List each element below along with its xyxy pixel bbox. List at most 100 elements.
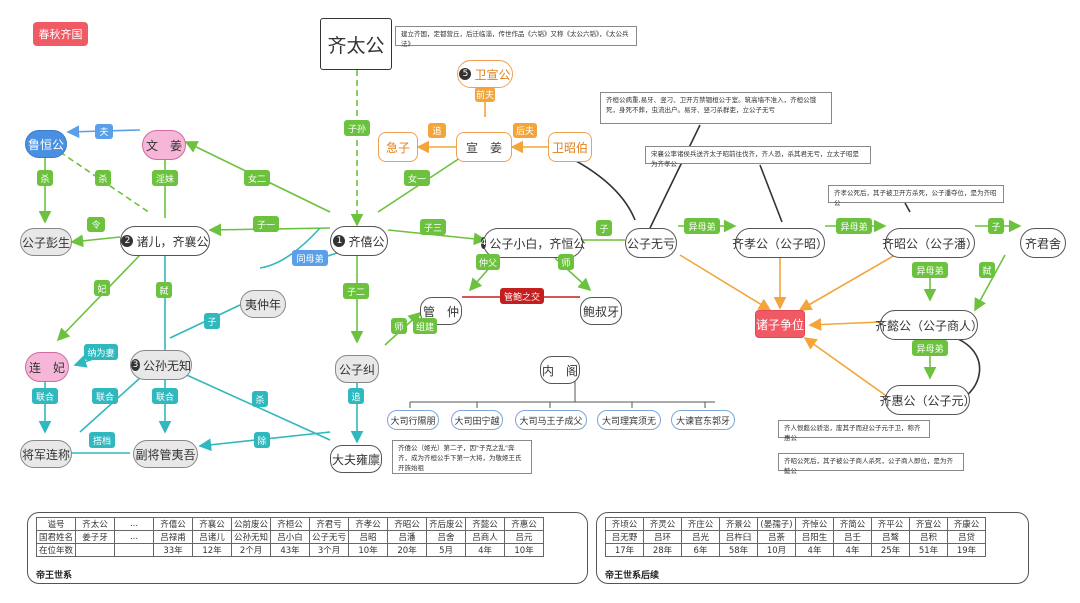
- node-baoshuya[interactable]: 鲍叔牙: [580, 297, 622, 325]
- table-cell: 齐灵公: [643, 517, 682, 531]
- table-cell: 43年: [270, 543, 311, 557]
- table-cell: 齐昭公: [387, 517, 428, 531]
- node-jizi[interactable]: 急子: [378, 132, 418, 162]
- table-cell: 吕无野: [605, 530, 644, 544]
- edge-label-zisun: 子孙: [344, 120, 370, 136]
- table-cell: 吕积: [909, 530, 948, 544]
- table-cell: 吕舍: [426, 530, 467, 544]
- note-huan: 齐桓公病重,易牙、竖刁、卫开方禁锢桓公于室。筑高墙不准入，齐桓公饿死，身死不葬，…: [600, 92, 832, 124]
- node-wenjiang[interactable]: 文 姜: [142, 130, 186, 160]
- node-jiu[interactable]: 公子纠: [335, 355, 379, 383]
- table-cell: 吕阳生: [795, 530, 834, 544]
- table-cell: 6年: [681, 543, 720, 557]
- node-hui[interactable]: 齐惠公（公子元）: [880, 385, 976, 415]
- node-label: 公子小白，齐恒公: [489, 236, 586, 251]
- edge-label-lianhe3: 联合: [152, 388, 178, 404]
- node-yizhongnian[interactable]: 夷仲年: [240, 290, 286, 318]
- note-yi: 齐人恨懿公骄恣，废其子而迎公子元于卫，称齐惠公: [778, 420, 930, 442]
- node-xuanjiang[interactable]: 宣 姜: [456, 132, 512, 162]
- node-yongling[interactable]: 大夫雍廪: [330, 445, 382, 473]
- node-taigong[interactable]: 齐太公: [320, 18, 392, 70]
- node-zhao[interactable]: 齐昭公（公子潘）: [882, 228, 978, 258]
- minister-2[interactable]: 大司田宁越: [451, 410, 503, 430]
- node-weizhao[interactable]: 卫昭伯: [548, 132, 592, 162]
- node-neige[interactable]: 内 阁: [540, 356, 580, 384]
- table-cell: 吕昭: [348, 530, 389, 544]
- table-cell: 吕元: [504, 530, 545, 544]
- edge-label-zujian: 组建: [413, 318, 437, 334]
- edge-label-nvyi: 女一: [404, 170, 430, 186]
- minister-3[interactable]: 大司马王子成父: [515, 410, 587, 430]
- table-row: 国君姓名姜子牙...吕禄甫吕诸儿公孙无知吕小白公子无亏吕昭吕潘吕舍吕商人吕元: [35, 530, 545, 544]
- table-cell: 齐悼公: [795, 517, 834, 531]
- table-cell: 4年: [833, 543, 872, 557]
- table-cell: 58年: [719, 543, 758, 557]
- node-yi[interactable]: 齐懿公（公子商人）: [875, 310, 983, 340]
- note-taigong: 建立齐国，定都营丘，后迁临淄，传世作品《六韬》又称《太公六韬》，《太公兵法》: [395, 26, 637, 48]
- table-cell: 国君姓名: [35, 530, 77, 544]
- node-xiao[interactable]: 齐孝公（公子昭）: [732, 228, 828, 258]
- table-cell: 12年: [192, 543, 233, 557]
- edge-label-zizi1: 子一: [253, 216, 279, 232]
- edge-label-chu: 除: [254, 432, 270, 448]
- node-lianchen[interactable]: 将军连称: [20, 440, 72, 468]
- table-cell: 齐景公: [719, 517, 758, 531]
- edge-label-guanbao: 管鲍之交: [500, 288, 544, 304]
- table-cell: 齐后废公: [426, 517, 467, 531]
- edge-label-yimudi4: 异母弟: [912, 340, 948, 356]
- table-cell: 吕荼: [757, 530, 796, 544]
- table-cell: 10年: [348, 543, 389, 557]
- table-cell: 19年: [947, 543, 986, 557]
- dynasty-table-caption: 帝王世系: [36, 571, 73, 581]
- node-wukui[interactable]: 公子无亏: [625, 228, 677, 258]
- dynasty-table: 谥号齐太公...齐僖公齐襄公公前废公齐桓公齐君亏齐孝公齐昭公齐后废公齐懿公齐惠公…: [35, 517, 545, 557]
- table-cell: 齐襄公: [192, 517, 233, 531]
- minister-1[interactable]: 大司行隰朋: [387, 410, 439, 430]
- table-cell: 20年: [387, 543, 428, 557]
- num-badge: 1: [333, 235, 346, 247]
- table-cell: ...: [114, 530, 155, 544]
- table-cell: 2个月: [231, 543, 272, 557]
- table-cell: 3个月: [309, 543, 350, 557]
- table-cell: 齐桓公: [270, 517, 311, 531]
- node-lianfei[interactable]: 连 妃: [25, 352, 69, 382]
- table-cell: 吕贷: [947, 530, 986, 544]
- table-cell: 齐庄公: [681, 517, 720, 531]
- note-xi: 齐僖公（姬光）第二子，因"子克之乱"奔齐，成为齐桓公手下第一大将，为敬姬王氏开族…: [392, 440, 532, 474]
- edge-label-fei: 妃: [94, 280, 110, 296]
- edge-label-sha3: 杀: [252, 391, 268, 407]
- num-badge: 5: [459, 68, 472, 80]
- table-cell: ...: [114, 517, 155, 531]
- edge-label-yimudi2: 异母弟: [836, 218, 872, 234]
- minister-4[interactable]: 大司理宾须无: [597, 410, 661, 430]
- edge-label-lianhe2: 联合: [92, 388, 118, 404]
- table-cell: 姜子牙: [75, 530, 116, 544]
- table-cell: 齐僖公: [153, 517, 194, 531]
- edge-label-shi3: 师: [391, 318, 407, 334]
- table-cell: 吕光: [681, 530, 720, 544]
- minister-5[interactable]: 大谏官东郭牙: [671, 410, 735, 430]
- table-cell: 齐惠公: [504, 517, 545, 531]
- table-cell: 公孙无知: [231, 530, 272, 544]
- num-badge: 4: [480, 237, 487, 249]
- edge-label-tongmudi: 同母弟: [292, 250, 328, 266]
- node-zhuzi[interactable]: 诸子争位: [755, 310, 805, 338]
- table-cell: 吕潘: [387, 530, 428, 544]
- table-cell: 吕杵臼: [719, 530, 758, 544]
- node-guanyiwu[interactable]: 副将管夷吾: [133, 440, 198, 468]
- table-cell: 齐康公: [947, 517, 986, 531]
- table-cell: 吕诸儿: [192, 530, 233, 544]
- node-jun[interactable]: 齐君舍: [1020, 228, 1066, 258]
- edge-label-zi3: 子: [204, 313, 220, 329]
- edge-label-yimudi3: 异母弟: [912, 262, 948, 278]
- node-luhuan[interactable]: 鲁恒公: [25, 130, 67, 158]
- edge-label-fu: 夫: [95, 124, 113, 139]
- node-pengsheng[interactable]: 公子彭生: [20, 228, 72, 256]
- edge-label-sha2: 杀: [95, 170, 111, 186]
- table-cell: 齐平公: [871, 517, 910, 531]
